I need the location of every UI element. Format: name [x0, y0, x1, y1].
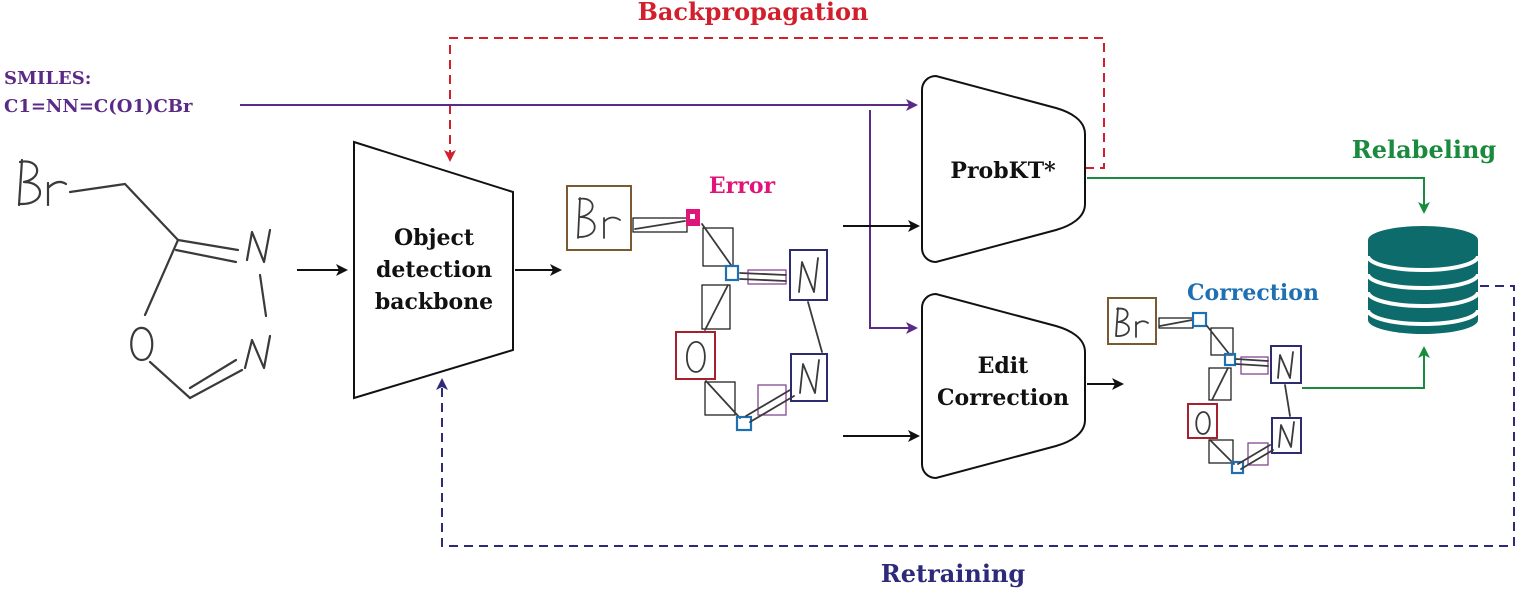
smiles-branch-arrow: [869, 110, 918, 334]
correction-label: Correction: [1187, 280, 1319, 306]
relabeling-label: Relabeling: [1352, 135, 1497, 164]
corrected-detection-output: [1107, 297, 1302, 475]
object-detection-backbone-block: [353, 140, 514, 400]
edit-correction-label-line2: Correction: [937, 385, 1069, 411]
retraining-arrow: [436, 285, 1515, 547]
edit-correction-label-line1: Edit: [978, 353, 1030, 379]
error-label: Error: [709, 173, 776, 199]
backpropagation-arrow: [444, 37, 1105, 169]
detector-label-line2: detection: [376, 257, 492, 283]
database-icon: [1366, 226, 1480, 334]
detector-label-line3: backbone: [375, 289, 493, 315]
detection-output-with-error: [566, 185, 828, 432]
smiles-value: C1=NN=C(O1)CBr: [4, 96, 193, 117]
input-molecule-sketch: [17, 158, 272, 400]
retraining-label: Retraining: [881, 559, 1026, 588]
probkt-label: ProbKT*: [950, 158, 1056, 184]
relabeling-arrow: [1087, 177, 1430, 214]
backpropagation-label: Backpropagation: [638, 0, 869, 26]
smiles-label: SMILES:: [4, 68, 91, 89]
corrected-to-database-arrow: [1302, 346, 1430, 389]
detector-label-line1: Object: [394, 225, 475, 251]
probkt-block: [921, 74, 1086, 264]
edit-correction-block: [921, 292, 1086, 480]
